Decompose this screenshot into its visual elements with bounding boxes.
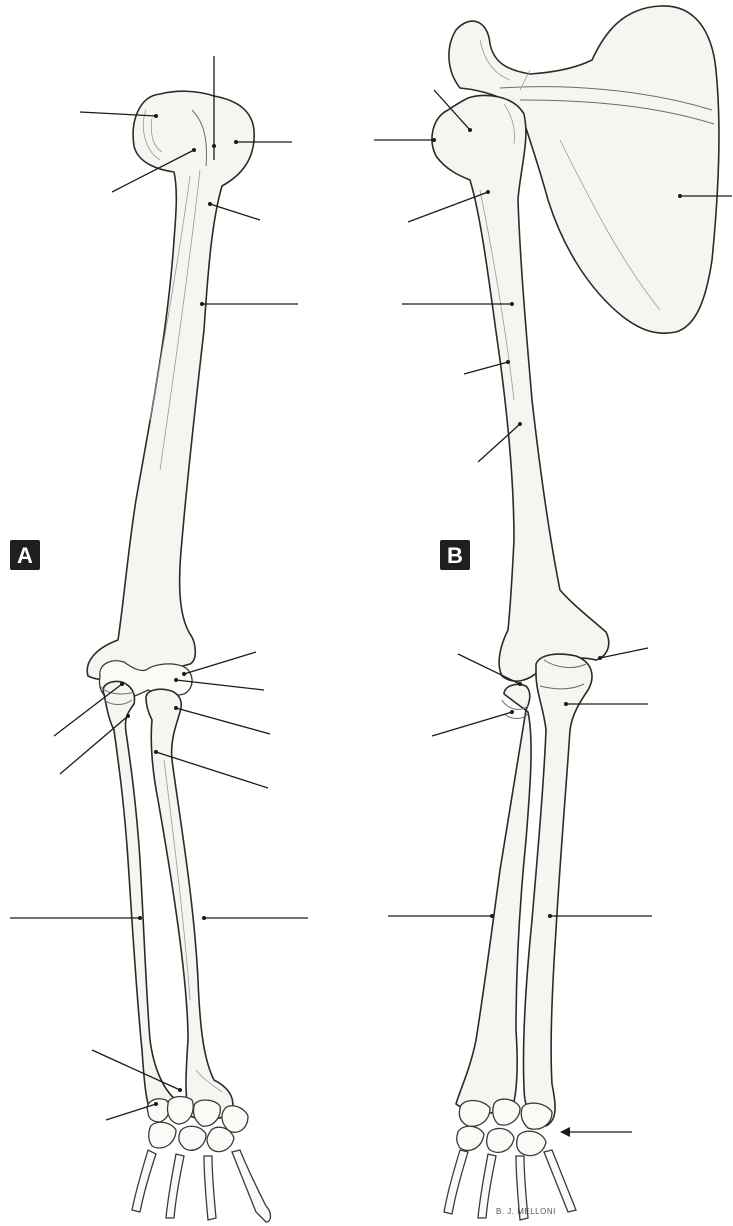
leader-a-14-dot: [202, 916, 206, 920]
view-b-skeleton: [432, 6, 719, 1220]
artist-signature: B. J. MELLONI: [496, 1207, 556, 1216]
leader-a-2-dot: [212, 144, 216, 148]
humerus-a: [87, 91, 254, 680]
leader-a-6-dot: [200, 302, 204, 306]
leader-a-7-dot: [182, 672, 186, 676]
leader-a-5: [210, 204, 260, 220]
view-label-b: B: [440, 540, 470, 570]
leader-b-7-dot: [518, 422, 522, 426]
radius-b: [456, 684, 531, 1112]
leader-b-11-dot: [510, 710, 514, 714]
leader-b-1-dot: [468, 128, 472, 132]
leader-b-4-dot: [486, 190, 490, 194]
leader-b-10-dot: [564, 702, 568, 706]
leader-a-15: [92, 1050, 180, 1090]
leader-b-3-dot: [678, 194, 682, 198]
leader-b-6-dot: [506, 360, 510, 364]
leader-b-5-dot: [510, 302, 514, 306]
leader-a-9-dot: [120, 682, 124, 686]
leader-a-5-dot: [208, 202, 212, 206]
view-letter-b: B: [447, 543, 463, 568]
view-letter-a: A: [17, 543, 33, 568]
leader-b-2-dot: [432, 138, 436, 142]
leader-a-8-dot: [174, 678, 178, 682]
view-label-a: A: [10, 540, 40, 570]
leader-a-12-dot: [154, 750, 158, 754]
leader-b-12-dot: [490, 914, 494, 918]
leader-a-10-dot: [174, 706, 178, 710]
leader-a-13-dot: [138, 916, 142, 920]
leader-b-9-dot: [518, 682, 522, 686]
leader-b-14-arrowhead: [560, 1127, 570, 1137]
leader-a-11-dot: [126, 714, 130, 718]
leader-a-10: [176, 708, 270, 734]
leader-a-4-dot: [192, 148, 196, 152]
ulna-b: [523, 654, 592, 1126]
leader-a-15-dot: [178, 1088, 182, 1092]
leader-a-16-dot: [154, 1102, 158, 1106]
leader-b-13-dot: [548, 914, 552, 918]
leader-a-3-dot: [234, 140, 238, 144]
ulna-a: [146, 689, 233, 1119]
leader-b-8-dot: [598, 656, 602, 660]
leader-b-11: [432, 712, 512, 736]
carpals-b: [457, 1099, 552, 1156]
leader-a-1-dot: [154, 114, 158, 118]
metacarpals-a: [132, 1150, 271, 1222]
